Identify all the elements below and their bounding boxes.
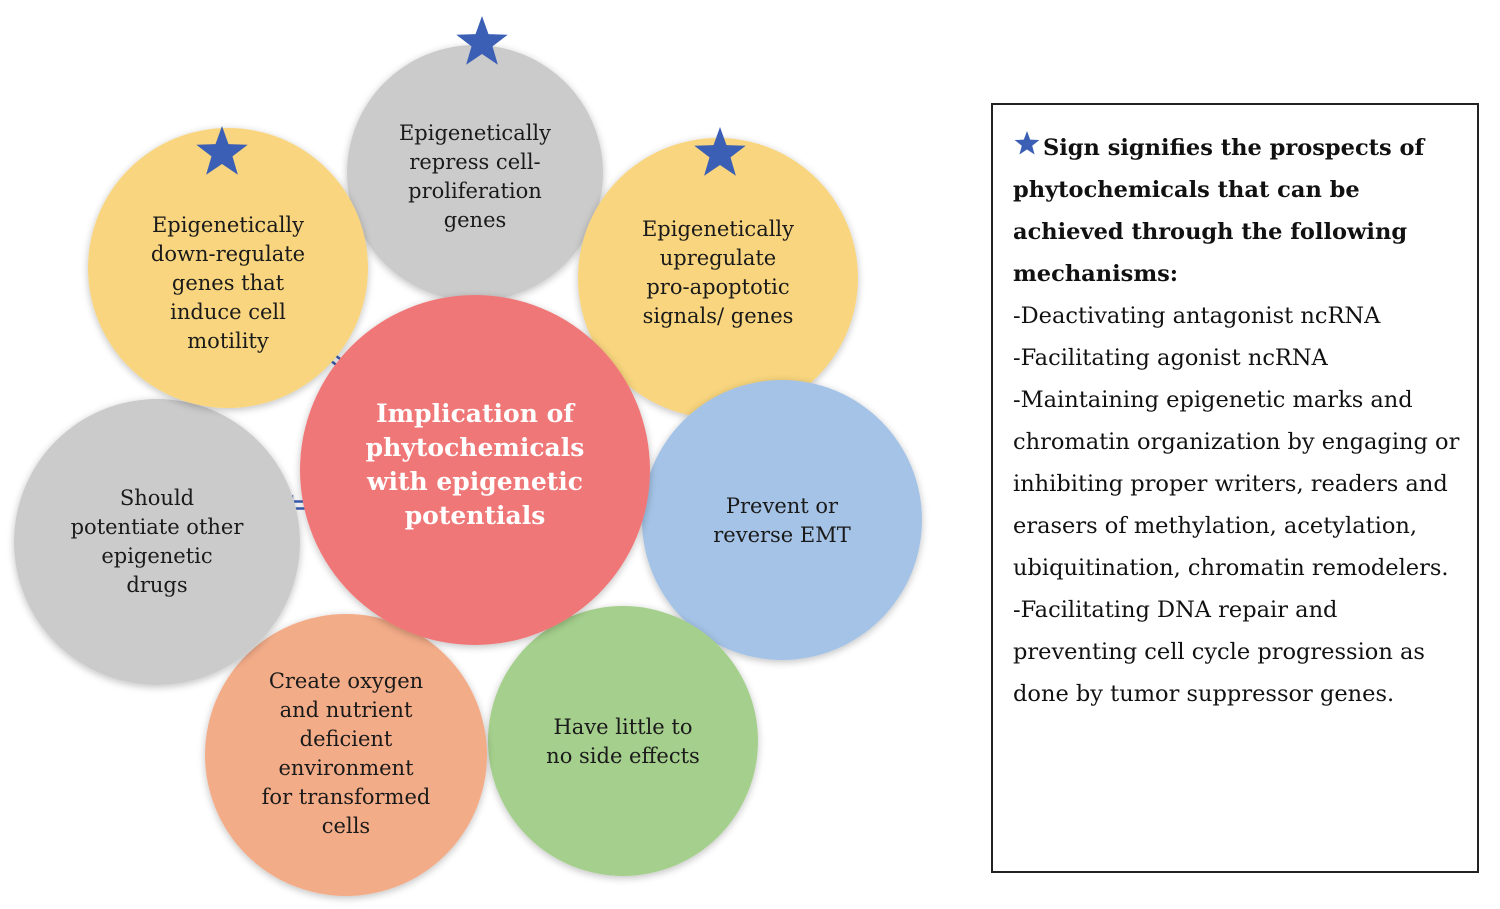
node-prevent-emt: Prevent or reverse EMT	[642, 380, 922, 660]
node-label: Prevent or reverse EMT	[713, 494, 851, 547]
node-label-line: Create oxygen	[269, 669, 423, 693]
center-label-line: phytochemicals	[366, 433, 585, 462]
node-downregulate-motility: Epigenetically down-regulate genes that ind…	[88, 128, 368, 408]
node-label-line: Epigenetically	[642, 217, 794, 241]
node-label-line: Have little to	[553, 715, 692, 739]
node-label-line: cells	[322, 814, 370, 838]
node-label-line: genes that	[172, 271, 285, 295]
center-node: Implication of phytochemicals with epigene…	[300, 295, 650, 645]
center-label-line: Implication of	[376, 399, 576, 428]
center-label: Implication of phytochemicals with epigene…	[366, 399, 585, 530]
legend-item-dna-repair: -Facilitating DNA repair and preventing …	[1013, 597, 1425, 707]
node-label-line: upregulate	[660, 246, 777, 270]
node-oxygen-deficient: Create oxygen and nutrient deficient enviro…	[205, 614, 487, 896]
legend-lead-text: Sign signifies the prospects of phytoche…	[1013, 135, 1425, 287]
legend-box: Sign signifies the prospects of phytoche…	[991, 103, 1479, 873]
node-label-line: Epigenetically	[152, 213, 304, 237]
node-repress-proliferation: Epigenetically repress cell-proliferation…	[347, 45, 603, 301]
star-icon	[694, 127, 746, 176]
node-circle	[88, 128, 368, 408]
center-label-line: potentials	[405, 501, 546, 530]
legend-item-deactivating: -Deactivating antagonist ncRNA	[1013, 303, 1381, 329]
star-icon	[196, 126, 248, 175]
node-label-line: down-regulate	[151, 242, 305, 266]
node-circle	[578, 138, 858, 418]
node-label-line: Prevent or	[726, 494, 839, 518]
node-circle	[642, 380, 922, 660]
node-little-side-effects: Have little to no side effects	[488, 606, 758, 876]
node-circle	[488, 606, 758, 876]
legend-item-maintaining-marks: -Maintaining epigenetic marks and chroma…	[1013, 387, 1460, 581]
node-label-line: drugs	[126, 573, 187, 597]
nodes-layer: Epigenetically repress cell-proliferation…	[14, 45, 922, 896]
node-label-line: proliferation	[408, 179, 542, 203]
node-label-line: no side effects	[546, 744, 700, 768]
node-label-line: repress cell-	[409, 150, 540, 174]
node-label-line: epigenetic	[101, 544, 212, 568]
node-label-line: signals/ genes	[643, 304, 794, 328]
node-label: Epigenetically repress cell-proliferation…	[399, 121, 551, 232]
legend-item-facilitating-agonist: -Facilitating agonist ncRNA	[1013, 345, 1328, 371]
node-label-line: environment	[278, 756, 414, 780]
node-label-line: reverse EMT	[713, 523, 851, 547]
node-label: Have little to no side effects	[546, 715, 700, 768]
node-label-line: and nutrient	[280, 698, 413, 722]
node-label-line: pro-apoptotic	[646, 275, 789, 299]
node-label-line: Epigenetically	[399, 121, 551, 145]
node-circle	[14, 399, 300, 685]
star-icon	[456, 16, 508, 65]
node-label-line: deficient	[300, 727, 393, 751]
node-label-line: genes	[444, 208, 507, 232]
node-label-line: for transformed	[262, 785, 431, 809]
center-label-line: with epigenetic	[366, 467, 583, 496]
node-label: Epigenetically down-regulate genes that ind…	[151, 213, 305, 353]
node-circle	[205, 614, 487, 896]
node-label: Should potentiate other epigenetic drugs	[71, 486, 245, 597]
node-label-line: induce cell	[170, 300, 286, 324]
node-label: Epigenetically upregulate pro-apoptotic sig…	[642, 217, 794, 328]
legend-star-icon	[1013, 129, 1041, 157]
node-label-line: motility	[187, 329, 269, 353]
node-label: Create oxygen and nutrient deficient enviro…	[262, 669, 431, 838]
node-label-line: potentiate other	[71, 515, 245, 539]
center-circle	[300, 295, 650, 645]
node-label-line: Should	[120, 486, 194, 510]
stars-layer	[196, 16, 746, 176]
node-circle	[347, 45, 603, 301]
node-upregulate-apoptotic: Epigenetically upregulate pro-apoptotic sig…	[578, 138, 858, 418]
node-potentiate-drugs: Should potentiate other epigenetic drugs	[14, 399, 300, 685]
